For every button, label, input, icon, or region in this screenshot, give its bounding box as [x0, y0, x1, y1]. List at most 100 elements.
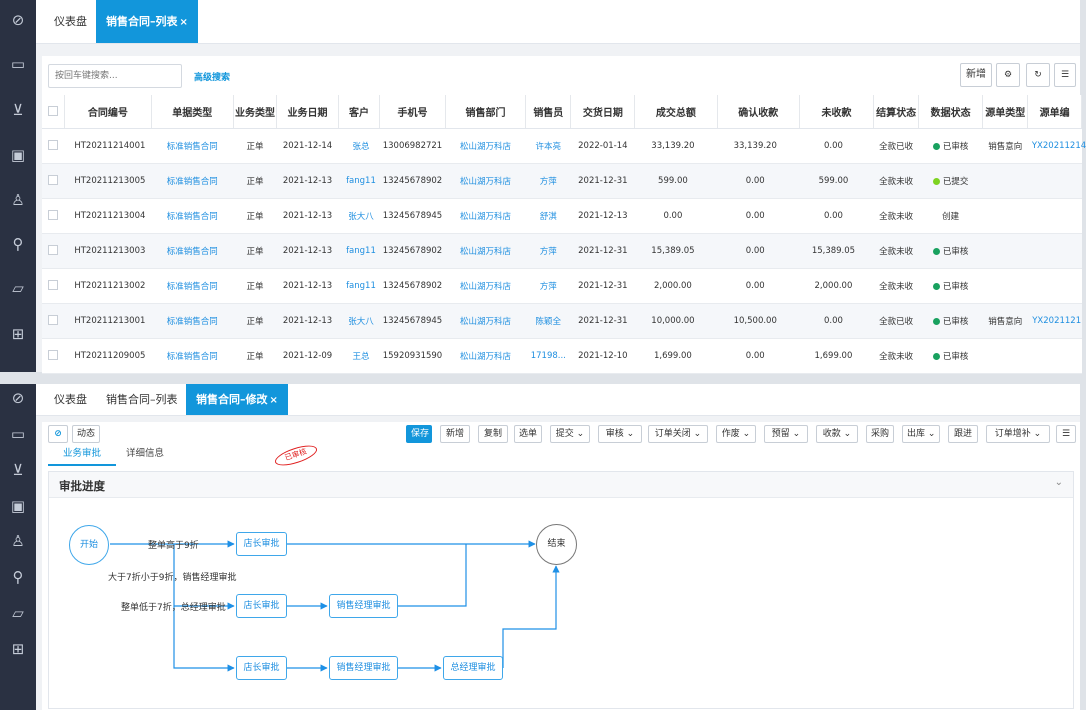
cell-src_no[interactable]: [1027, 163, 1082, 199]
close-icon[interactable]: ×: [179, 17, 188, 28]
cell-value[interactable]: 张大八: [348, 211, 374, 222]
settings-button[interactable]: ⚙: [996, 63, 1020, 87]
cell-value[interactable]: 标准销售合同: [166, 246, 218, 257]
inbox-icon[interactable]: ▭: [10, 425, 26, 443]
cell-type[interactable]: 标准销售合同: [151, 268, 234, 304]
toolbar-button[interactable]: 出库 ⌄: [902, 425, 940, 443]
row-checkbox[interactable]: [48, 210, 59, 221]
wrench-icon[interactable]: ⚲: [12, 568, 24, 586]
flow-node-general-manager[interactable]: 总经理审批: [443, 656, 503, 680]
row-checkbox[interactable]: [48, 280, 59, 291]
cell-value[interactable]: 松山湖万科店: [460, 281, 512, 292]
row-checkbox[interactable]: [48, 175, 59, 186]
menu-button[interactable]: ☰: [1056, 425, 1076, 443]
cart-icon[interactable]: ⊻: [12, 101, 24, 119]
cell-value[interactable]: 标准销售合同: [166, 351, 218, 362]
column-header[interactable]: 源单编: [1027, 95, 1082, 129]
row-checkbox-cell[interactable]: [42, 163, 65, 199]
column-header[interactable]: 数据状态: [918, 95, 984, 129]
row-checkbox-cell[interactable]: [42, 303, 65, 339]
row-checkbox[interactable]: [48, 315, 59, 326]
column-header[interactable]: 源单类型: [982, 95, 1029, 129]
cell-type[interactable]: 标准销售合同: [151, 338, 234, 374]
cell-value[interactable]: YX20211214: [1031, 140, 1086, 151]
cell-customer[interactable]: 张大八: [338, 303, 380, 339]
gift-icon[interactable]: ⊞: [11, 640, 25, 658]
cell-value[interactable]: 17198...: [530, 350, 566, 361]
tab-dashboard[interactable]: 仪表盘: [54, 393, 87, 406]
close-icon[interactable]: ×: [269, 395, 278, 406]
cell-src_no[interactable]: [1027, 268, 1082, 304]
section-header[interactable]: 审批进度 ⌄: [49, 472, 1073, 498]
sub-tab-approval[interactable]: 业务审批: [48, 442, 116, 466]
cell-value[interactable]: 松山湖万科店: [460, 141, 512, 152]
cell-dept[interactable]: 松山湖万科店: [445, 198, 526, 234]
compass-icon[interactable]: ⊘: [11, 11, 25, 29]
flow-node-store-manager[interactable]: 店长审批: [236, 594, 287, 618]
cell-value[interactable]: 陈颖全: [535, 316, 562, 327]
toolbar-button[interactable]: 收款 ⌄: [816, 425, 858, 443]
row-checkbox-cell[interactable]: [42, 233, 65, 269]
row-checkbox-cell[interactable]: [42, 268, 65, 304]
toolbar-button[interactable]: 预留 ⌄: [764, 425, 808, 443]
flow-node-store-manager[interactable]: 店长审批: [236, 532, 287, 556]
cell-seller[interactable]: 许本亮: [525, 128, 571, 164]
refresh-button[interactable]: ↻: [1026, 63, 1050, 87]
column-header[interactable]: 未收款: [799, 95, 875, 129]
cell-seller[interactable]: 方萍: [525, 163, 571, 199]
tab-contract-list[interactable]: 销售合同–列表: [106, 393, 178, 406]
user-icon[interactable]: ♙: [11, 191, 25, 209]
cell-customer[interactable]: fang11: [338, 268, 380, 304]
cell-value[interactable]: fang11: [346, 245, 376, 256]
column-header[interactable]: 单据类型: [151, 95, 234, 129]
cell-value[interactable]: 标准销售合同: [166, 141, 218, 152]
toolbar-button[interactable]: 选单: [514, 425, 542, 443]
cell-src_no[interactable]: [1027, 198, 1082, 234]
cell-value[interactable]: 张大八: [348, 316, 374, 327]
dynamic-button[interactable]: 动态: [72, 425, 101, 443]
cell-value[interactable]: 标准销售合同: [166, 316, 218, 327]
cell-value[interactable]: 标准销售合同: [166, 281, 218, 292]
row-checkbox[interactable]: [48, 140, 59, 151]
row-checkbox[interactable]: [48, 350, 59, 361]
wrench-icon[interactable]: ⚲: [12, 235, 24, 253]
cell-seller[interactable]: 舒淇: [525, 198, 571, 234]
cell-value[interactable]: 标准销售合同: [166, 176, 218, 187]
cell-value[interactable]: 松山湖万科店: [460, 211, 512, 222]
cell-value[interactable]: 方萍: [539, 246, 557, 257]
sub-tab-details[interactable]: 详细信息: [126, 448, 165, 459]
cell-dept[interactable]: 松山湖万科店: [445, 163, 526, 199]
cell-value[interactable]: 标准销售合同: [166, 211, 218, 222]
column-header[interactable]: 手机号: [379, 95, 446, 129]
column-header[interactable]: 结算状态: [873, 95, 920, 129]
column-header[interactable]: 业务类型: [233, 95, 278, 129]
row-checkbox-cell[interactable]: [42, 338, 65, 374]
cell-src_no[interactable]: [1027, 233, 1082, 269]
cell-value[interactable]: 王总: [352, 351, 370, 362]
advanced-search-link[interactable]: 高级搜索: [194, 73, 231, 83]
cell-dept[interactable]: 松山湖万科店: [445, 303, 526, 339]
toolbar-button[interactable]: 审核 ⌄: [598, 425, 642, 443]
cell-value[interactable]: 许本亮: [535, 141, 562, 152]
cell-value[interactable]: 松山湖万科店: [460, 351, 512, 362]
briefcase-icon[interactable]: ▣: [10, 146, 26, 164]
cell-value[interactable]: 张总: [352, 141, 370, 152]
cell-dept[interactable]: 松山湖万科店: [445, 338, 526, 374]
column-header[interactable]: 确认收款: [717, 95, 800, 129]
cell-type[interactable]: 标准销售合同: [151, 303, 234, 339]
cell-dept[interactable]: 松山湖万科店: [445, 233, 526, 269]
flow-node-sales-manager[interactable]: 销售经理审批: [329, 594, 398, 618]
cell-dept[interactable]: 松山湖万科店: [445, 268, 526, 304]
row-checkbox-cell[interactable]: [42, 198, 65, 234]
flow-node-sales-manager[interactable]: 销售经理审批: [329, 656, 398, 680]
cell-seller[interactable]: 17198...: [525, 338, 571, 374]
cell-type[interactable]: 标准销售合同: [151, 198, 234, 234]
column-header[interactable]: 交货日期: [570, 95, 636, 129]
inbox-icon[interactable]: ▭: [10, 55, 26, 73]
flow-node-store-manager[interactable]: 店长审批: [236, 656, 287, 680]
cell-type[interactable]: 标准销售合同: [151, 163, 234, 199]
